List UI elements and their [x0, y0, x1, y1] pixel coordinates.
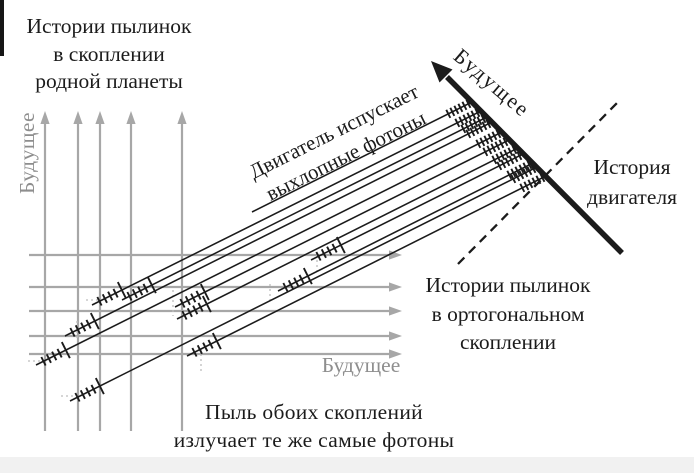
engine-history-label: История двигателя [548, 152, 694, 212]
photon-lines [35, 101, 547, 402]
orthogonal-cluster-line3: скоплении [460, 330, 556, 354]
home-cluster-heading: Истории пылинок в скоплении родной плане… [6, 13, 212, 96]
orthogonal-cluster-line1: Истории пылинок [425, 273, 591, 297]
home-cluster-heading-line1: Истории пылинок [26, 14, 192, 38]
engine-history-line2: двигателя [587, 185, 677, 209]
engine-worldline-arrow [431, 61, 624, 255]
engine-history-line1: История [593, 155, 671, 179]
dotted-helper-marks [28, 255, 318, 397]
future-axis-label-bottom: Будущее [321, 353, 401, 377]
home-cluster-heading-line3: родной планеты [35, 69, 183, 93]
both-clusters-line2: излучает те же самые фотоны [173, 427, 455, 452]
simultaneity-dashed-line [457, 100, 620, 265]
home-cluster-heading-line2: в скоплении [53, 41, 165, 66]
orthogonal-cluster-label: Истории пылинок в ортогональном скоплени… [395, 271, 621, 357]
both-clusters-emit-label: Пыль обоих скоплений излучает те же самы… [140, 399, 488, 454]
orthogonal-cluster-line2: в ортогональном [431, 301, 585, 326]
both-clusters-line1: Пыль обоих скоплений [205, 400, 423, 424]
future-axis-label-left: Будущее [15, 111, 39, 195]
